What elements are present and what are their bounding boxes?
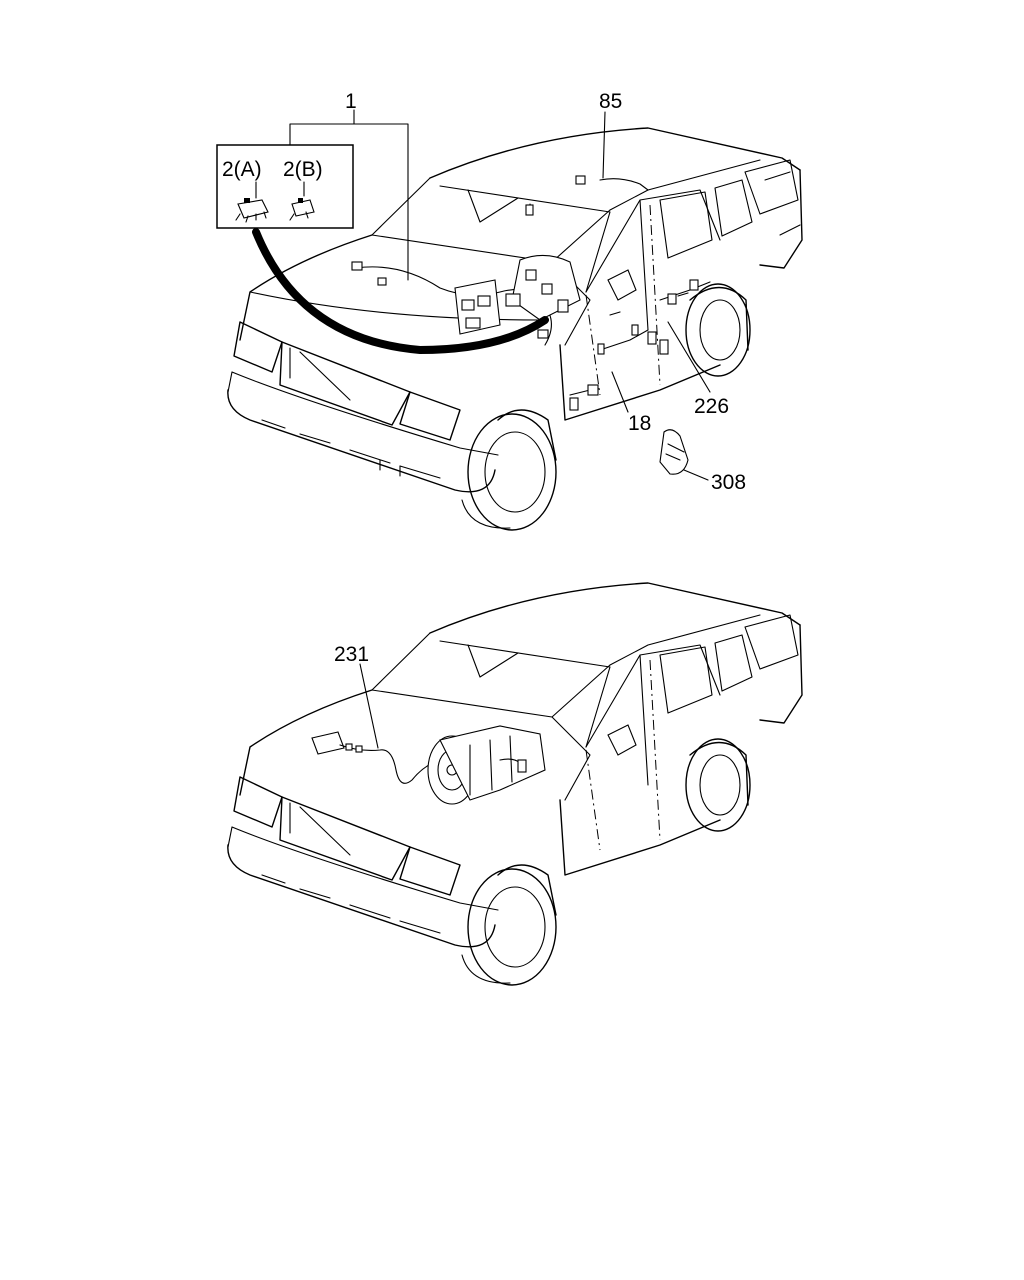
clip-308 (659, 429, 689, 475)
callout-231-leader (359, 663, 379, 749)
callout-226-label: 226 (694, 395, 729, 418)
harness-routing-curve (252, 228, 549, 355)
callout-308-label: 308 (711, 471, 746, 494)
callout-85-label: 85 (599, 90, 622, 113)
callout-18-leader (611, 371, 629, 413)
callout-308-leader (683, 469, 709, 481)
callout-231-label: 231 (334, 643, 369, 666)
callout-1-label: 1 (345, 90, 357, 113)
callout-1-leader (289, 109, 409, 281)
callout-2b-label: 2(B) (283, 158, 323, 181)
connector-2b (289, 198, 315, 221)
callout-2a-label: 2(A) (222, 158, 262, 181)
vehicle-bottom-outline (227, 582, 803, 986)
wiring-harness-bottom (311, 731, 441, 784)
connector-2a (235, 198, 269, 223)
callout-85-leader (602, 111, 606, 179)
callout-226-leader (667, 321, 711, 393)
wiring-harness-top (351, 175, 711, 411)
compressor-231 (427, 725, 546, 805)
callout-18-label: 18 (628, 412, 651, 435)
vehicle-top-outline (227, 127, 803, 531)
